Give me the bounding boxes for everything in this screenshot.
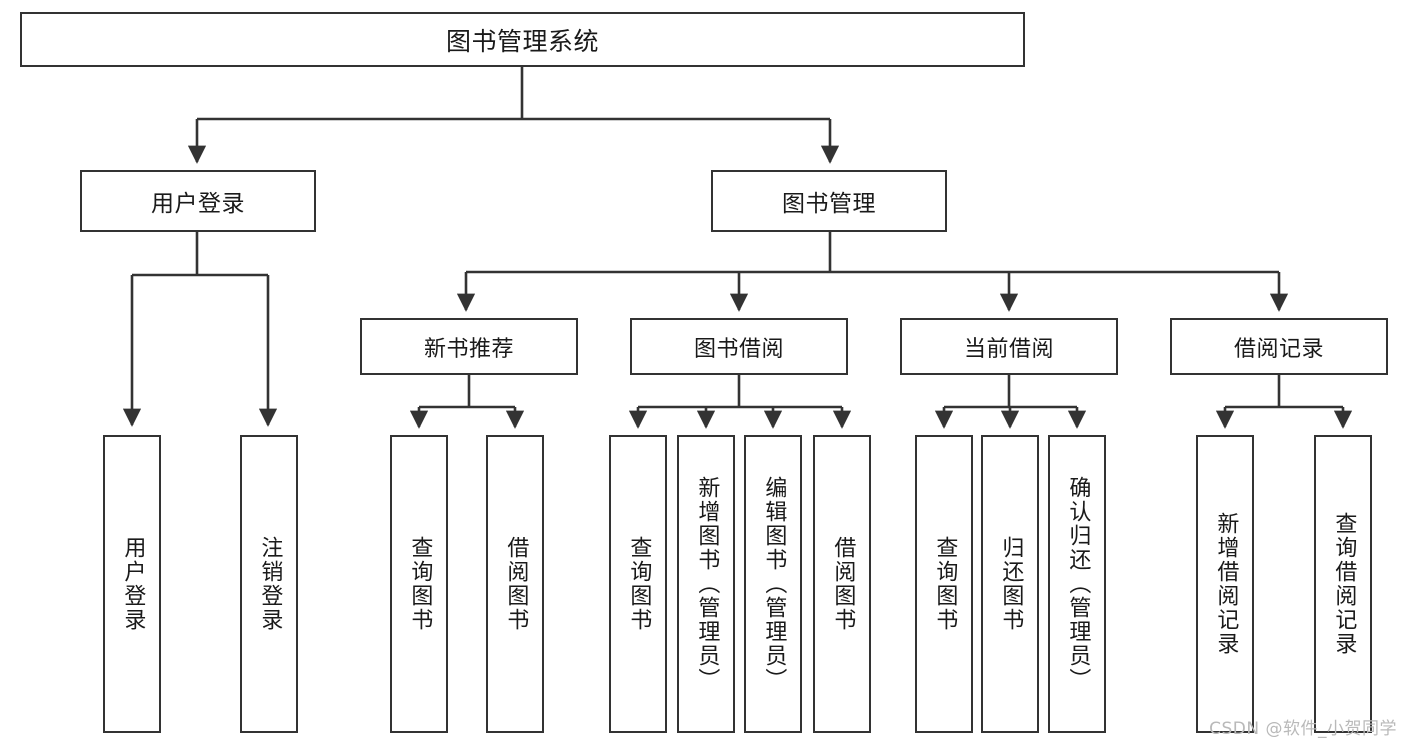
node-user-login[interactable]: 用户登录 (80, 170, 316, 232)
node-leaf-current-borrow-3[interactable]: 确认归还（管理员） (1048, 435, 1106, 733)
node-leaf-book-borrow-1-label: 查询图书 (626, 536, 652, 632)
node-root-system-label: 图书管理系统 (445, 26, 599, 56)
node-leaf-book-borrow-4-label: 借阅图书 (830, 536, 856, 632)
node-leaf-user-login-2[interactable]: 注销登录 (240, 435, 298, 733)
node-leaf-current-borrow-2-label: 归还图书 (998, 536, 1024, 632)
node-leaf-book-borrow-2-label: 新增图书（管理员） (694, 476, 720, 692)
node-leaf-user-login-1-label: 用户登录 (120, 536, 146, 632)
node-book-borrow-label: 图书借阅 (693, 336, 784, 362)
node-current-borrow[interactable]: 当前借阅 (900, 318, 1118, 375)
node-leaf-borrow-record-1[interactable]: 新增借阅记录 (1196, 435, 1254, 733)
node-leaf-current-borrow-3-label: 确认归还（管理员） (1065, 476, 1091, 692)
node-leaf-user-login-1[interactable]: 用户登录 (103, 435, 161, 733)
node-root-system[interactable]: 图书管理系统 (20, 12, 1025, 67)
node-leaf-book-borrow-2[interactable]: 新增图书（管理员） (677, 435, 735, 733)
node-leaf-user-login-2-label: 注销登录 (257, 536, 283, 632)
node-leaf-current-borrow-1-label: 查询图书 (932, 536, 958, 632)
node-leaf-book-borrow-4[interactable]: 借阅图书 (813, 435, 871, 733)
node-leaf-book-borrow-1[interactable]: 查询图书 (609, 435, 667, 733)
node-user-login-label: 用户登录 (151, 191, 245, 217)
node-leaf-borrow-record-2-label: 查询借阅记录 (1331, 512, 1357, 656)
node-current-borrow-label: 当前借阅 (963, 336, 1054, 362)
node-book-borrow[interactable]: 图书借阅 (630, 318, 848, 375)
node-book-management-label: 图书管理 (782, 191, 876, 217)
node-leaf-new-book-2[interactable]: 借阅图书 (486, 435, 544, 733)
node-new-book-recommend[interactable]: 新书推荐 (360, 318, 578, 375)
node-borrow-record[interactable]: 借阅记录 (1170, 318, 1388, 375)
node-leaf-new-book-2-label: 借阅图书 (503, 536, 529, 632)
node-leaf-new-book-1-label: 查询图书 (407, 536, 433, 632)
node-leaf-book-borrow-3-label: 编辑图书（管理员） (761, 476, 787, 692)
csdn-watermark: CSDN @软件_小贺同学 (1209, 719, 1397, 739)
node-leaf-borrow-record-1-label: 新增借阅记录 (1213, 512, 1239, 656)
node-leaf-new-book-1[interactable]: 查询图书 (390, 435, 448, 733)
node-leaf-borrow-record-2[interactable]: 查询借阅记录 (1314, 435, 1372, 733)
node-leaf-book-borrow-3[interactable]: 编辑图书（管理员） (744, 435, 802, 733)
node-leaf-current-borrow-1[interactable]: 查询图书 (915, 435, 973, 733)
node-leaf-current-borrow-2[interactable]: 归还图书 (981, 435, 1039, 733)
node-book-management[interactable]: 图书管理 (711, 170, 947, 232)
node-borrow-record-label: 借阅记录 (1233, 336, 1324, 362)
node-new-book-recommend-label: 新书推荐 (423, 336, 514, 362)
